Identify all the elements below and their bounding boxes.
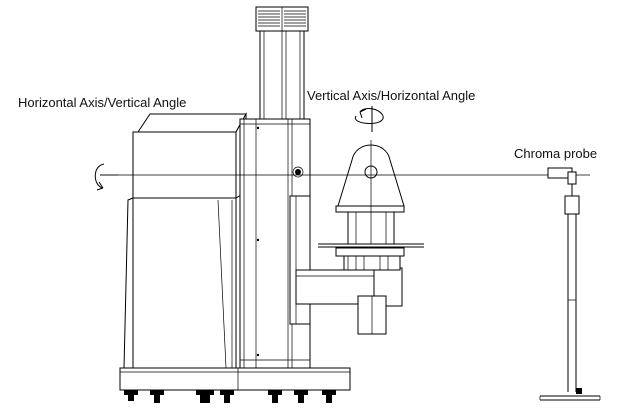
machine-base bbox=[119, 367, 351, 403]
vertical-rotation-arrow bbox=[355, 106, 384, 132]
vertical-axis-label: Vertical Axis/Horizontal Angle bbox=[307, 88, 475, 103]
horizontal-rotation-arrow bbox=[94, 163, 118, 191]
chroma-probe bbox=[539, 167, 601, 401]
rotary-arm bbox=[295, 243, 424, 335]
vertical-column bbox=[259, 30, 305, 120]
top-vent bbox=[255, 6, 309, 32]
lamp-fixture bbox=[335, 140, 405, 245]
horizontal-axis-label: Horizontal Axis/Vertical Angle bbox=[18, 95, 186, 110]
probe-label: Chroma probe bbox=[514, 146, 597, 161]
main-tower bbox=[239, 118, 311, 369]
rear-cabinet bbox=[123, 112, 247, 369]
